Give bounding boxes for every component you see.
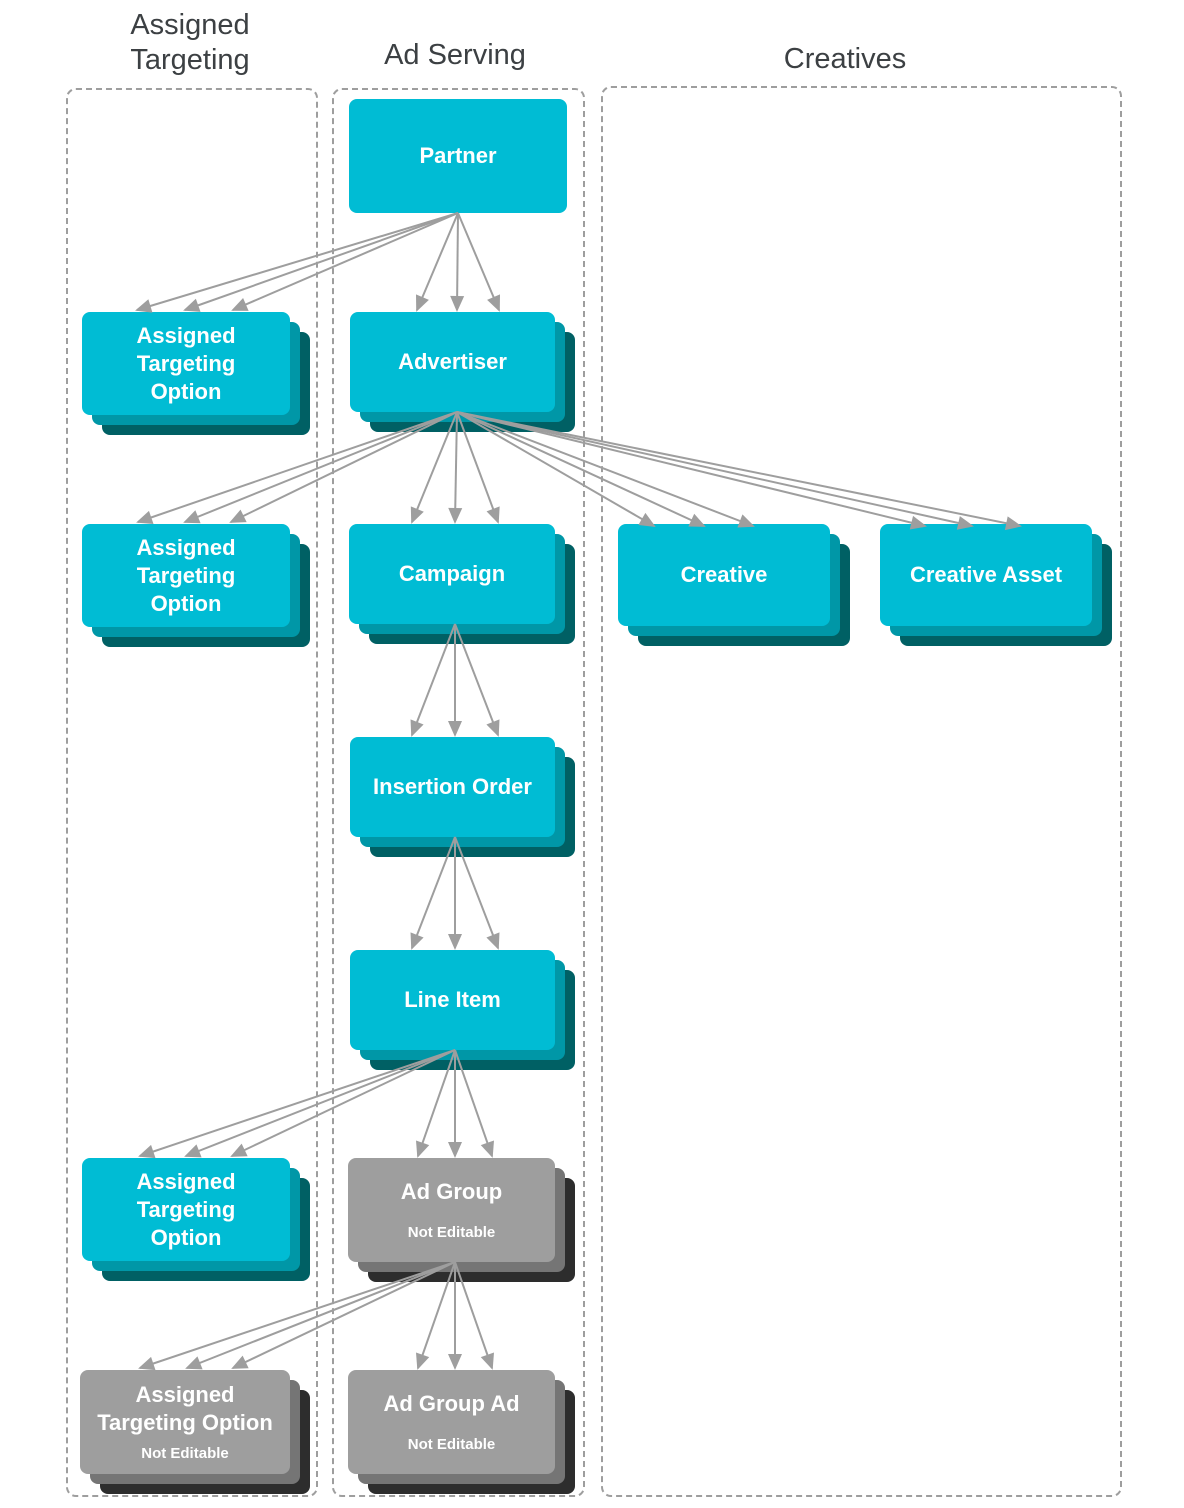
column-ad-serving: [332, 88, 585, 1497]
node-partner-label: Partner: [419, 143, 497, 168]
node-ad-group-ad: Ad Group Ad Not Editable: [348, 1370, 555, 1474]
node-ad-group-sublabel: Not Editable: [407, 1224, 496, 1241]
label-line: Option: [150, 378, 222, 404]
node-ad-group-ad-sublabel: Not Editable: [407, 1436, 496, 1453]
node-partner: Partner: [349, 99, 567, 213]
label-line: Option: [150, 590, 222, 616]
node-advertiser-label: Advertiser: [398, 349, 507, 374]
column-title-assigned-targeting: Assigned Targeting: [130, 9, 250, 76]
node-campaign: Campaign: [349, 524, 555, 624]
node-creative-label: Creative: [680, 562, 768, 587]
node-ad-group-ad-label: Ad Group Ad: [383, 1391, 520, 1416]
label-line: Targeting Option: [97, 1410, 273, 1435]
node-line-item: Line Item: [350, 950, 555, 1050]
column-assigned-targeting: [66, 88, 318, 1497]
node-creative-asset: Creative Asset: [880, 524, 1092, 626]
column-title-ad-serving: Ad Serving: [384, 39, 526, 71]
node-assigned-targeting-option-line-item: Assigned Targeting Option: [82, 1158, 290, 1261]
label-line: Assigned: [135, 1382, 235, 1407]
node-ato-line-item-label: Assigned Targeting Option: [136, 1168, 235, 1252]
label-line: Assigned: [136, 322, 236, 348]
label-line: Assigned: [136, 1168, 236, 1194]
label-line: Targeting: [136, 1196, 236, 1222]
node-assigned-targeting-option-advertiser: Assigned Targeting Option: [82, 524, 290, 627]
column-title-creatives: Creatives: [783, 43, 907, 75]
node-ato-partner-label: Assigned Targeting Option: [136, 322, 235, 406]
node-ato-ad-group-label: Assigned Targeting Option: [97, 1381, 273, 1437]
node-insertion-order: Insertion Order: [350, 737, 555, 837]
node-campaign-label: Campaign: [398, 561, 506, 586]
label-line: Targeting: [136, 562, 236, 588]
node-ato-ad-group-sublabel: Not Editable: [141, 1445, 229, 1462]
label-line: Targeting: [136, 350, 236, 376]
node-ato-advertiser-label: Assigned Targeting Option: [136, 534, 235, 618]
node-line-item-label: Line Item: [404, 987, 501, 1012]
node-creative: Creative: [618, 524, 830, 626]
node-creative-asset-label: Creative Asset: [909, 562, 1063, 587]
node-assigned-targeting-option-ad-group: Assigned Targeting Option Not Editable: [80, 1370, 290, 1474]
label-line: Assigned: [136, 534, 236, 560]
node-assigned-targeting-option-partner: Assigned Targeting Option: [82, 312, 290, 415]
node-ad-group: Ad Group Not Editable: [348, 1158, 555, 1262]
column-creatives: [601, 86, 1122, 1497]
node-advertiser: Advertiser: [350, 312, 555, 412]
node-insertion-order-label: Insertion Order: [373, 774, 532, 799]
node-ad-group-label: Ad Group: [400, 1179, 503, 1204]
label-line: Option: [150, 1224, 222, 1250]
